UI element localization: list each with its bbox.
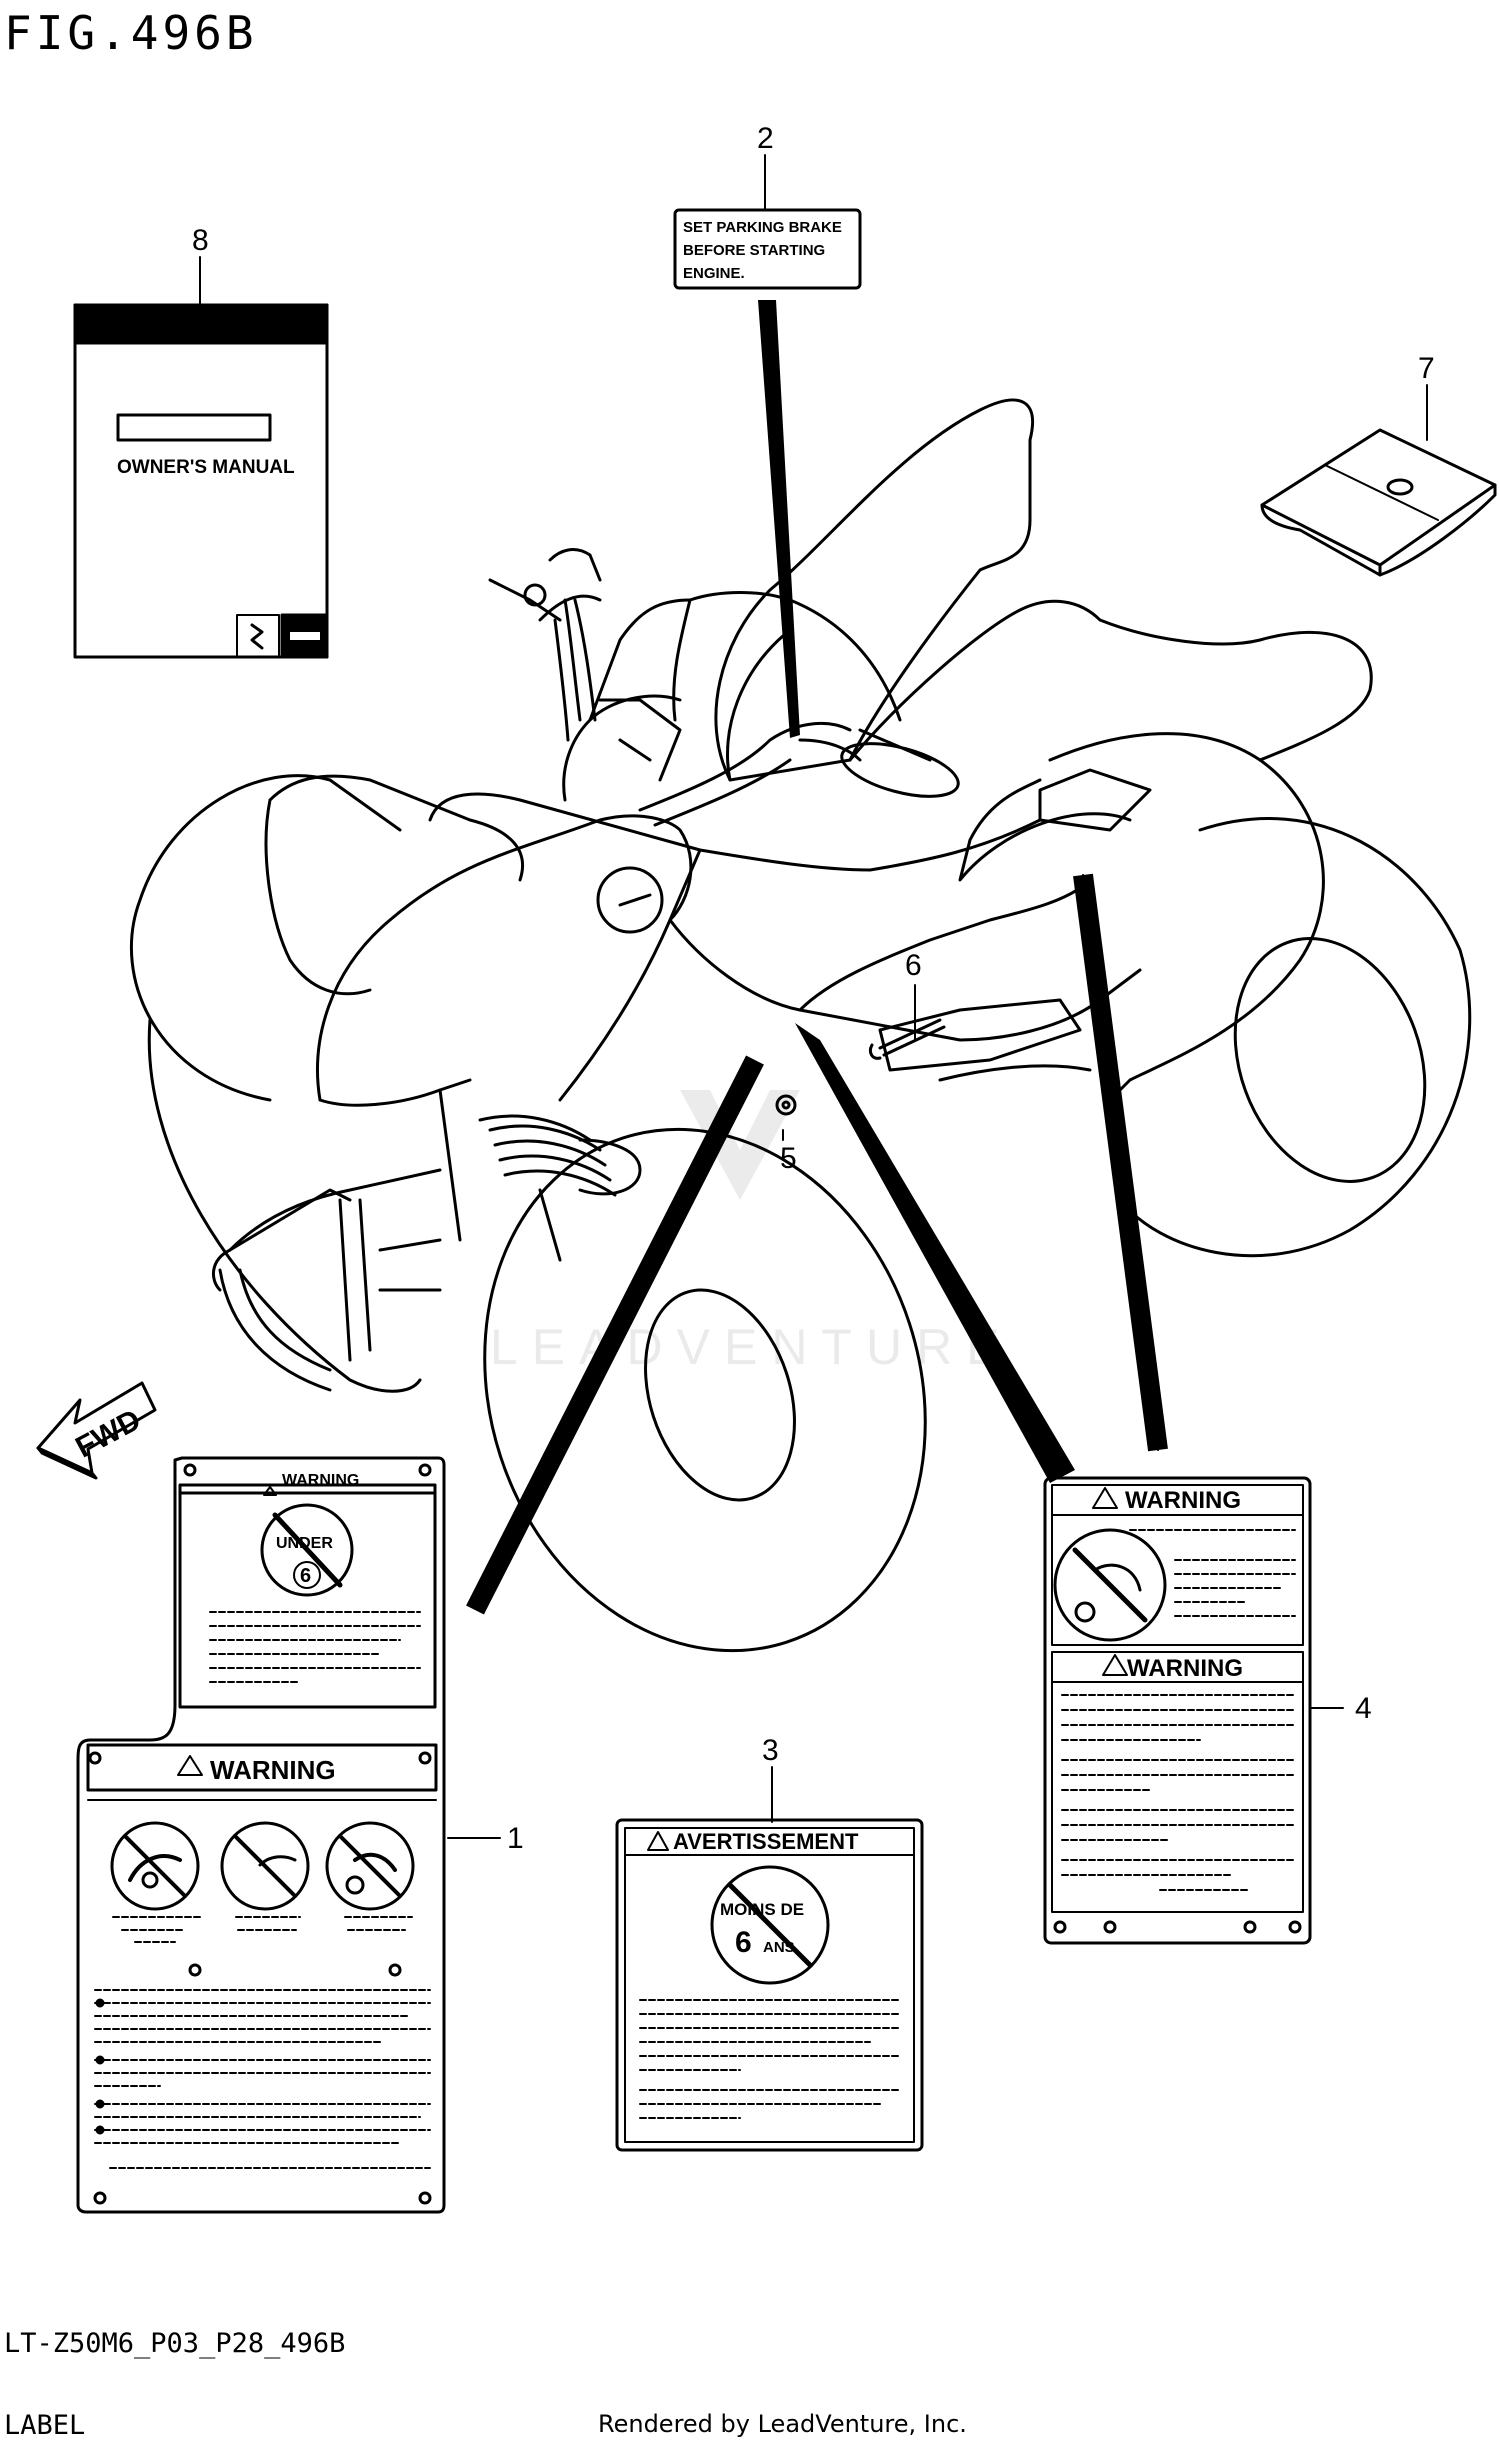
callout-8: 8 [192,224,209,257]
callout-7: 7 [1418,352,1435,385]
callout-2: 2 [757,122,774,155]
warning-label-4: WARNING WARNING [1043,1476,1312,1945]
warning-label-4-heading-1: WARNING [1125,1487,1241,1514]
pad-label [1260,428,1497,577]
under-six: 6 [300,1565,311,1587]
avertissement-heading: AVERTISSEMENT [673,1829,859,1854]
parking-brake-label: SET PARKING BRAKE BEFORE STARTING ENGINE… [673,208,862,290]
callout-numbers: 1 2 3 4 5 6 7 8 [192,122,1435,1855]
leadventure-watermark: LEADVENTURE [490,1090,1014,1375]
owners-manual-label: OWNER'S MANUAL [73,303,329,659]
parking-brake-line1: SET PARKING BRAKE [683,219,842,236]
owners-manual-text: OWNER'S MANUAL [117,457,295,478]
warning-label-1-top-heading: WARNING [282,1472,359,1489]
leader-lines [199,154,1428,1839]
atv-illustration [130,398,1472,1653]
moins-de-six: 6 [735,1926,752,1959]
callout-3: 3 [762,1734,779,1767]
avertissement-label: AVERTISSEMENT MOINS DE 6 ANS [615,1818,924,2152]
warning-label-1: WARNING UNDER 6 WARNING [76,1456,446,2214]
fwd-arrow-icon: FWD [36,1381,157,1480]
callout-5: 5 [780,1142,797,1175]
watermark-text: LEADVENTURE [490,1319,1014,1375]
moins-de-text: MOINS DE [720,1900,804,1919]
warning-label-4-heading-2: WARNING [1127,1655,1243,1682]
figure-name: LABEL [4,2410,86,2441]
callout-4: 4 [1355,1692,1372,1725]
parking-brake-line3: ENGINE. [683,265,745,282]
parking-brake-line2: BEFORE STARTING [683,242,825,259]
warning-label-1-heading: WARNING [210,1755,336,1785]
figure-title: FIG.496B [4,6,258,60]
figure-code: LT-Z50M6_P03_P28_496B [4,2328,346,2359]
rendered-by-credit: Rendered by LeadVenture, Inc. [598,2410,967,2438]
callout-6: 6 [905,949,922,982]
callout-1: 1 [507,1822,524,1855]
